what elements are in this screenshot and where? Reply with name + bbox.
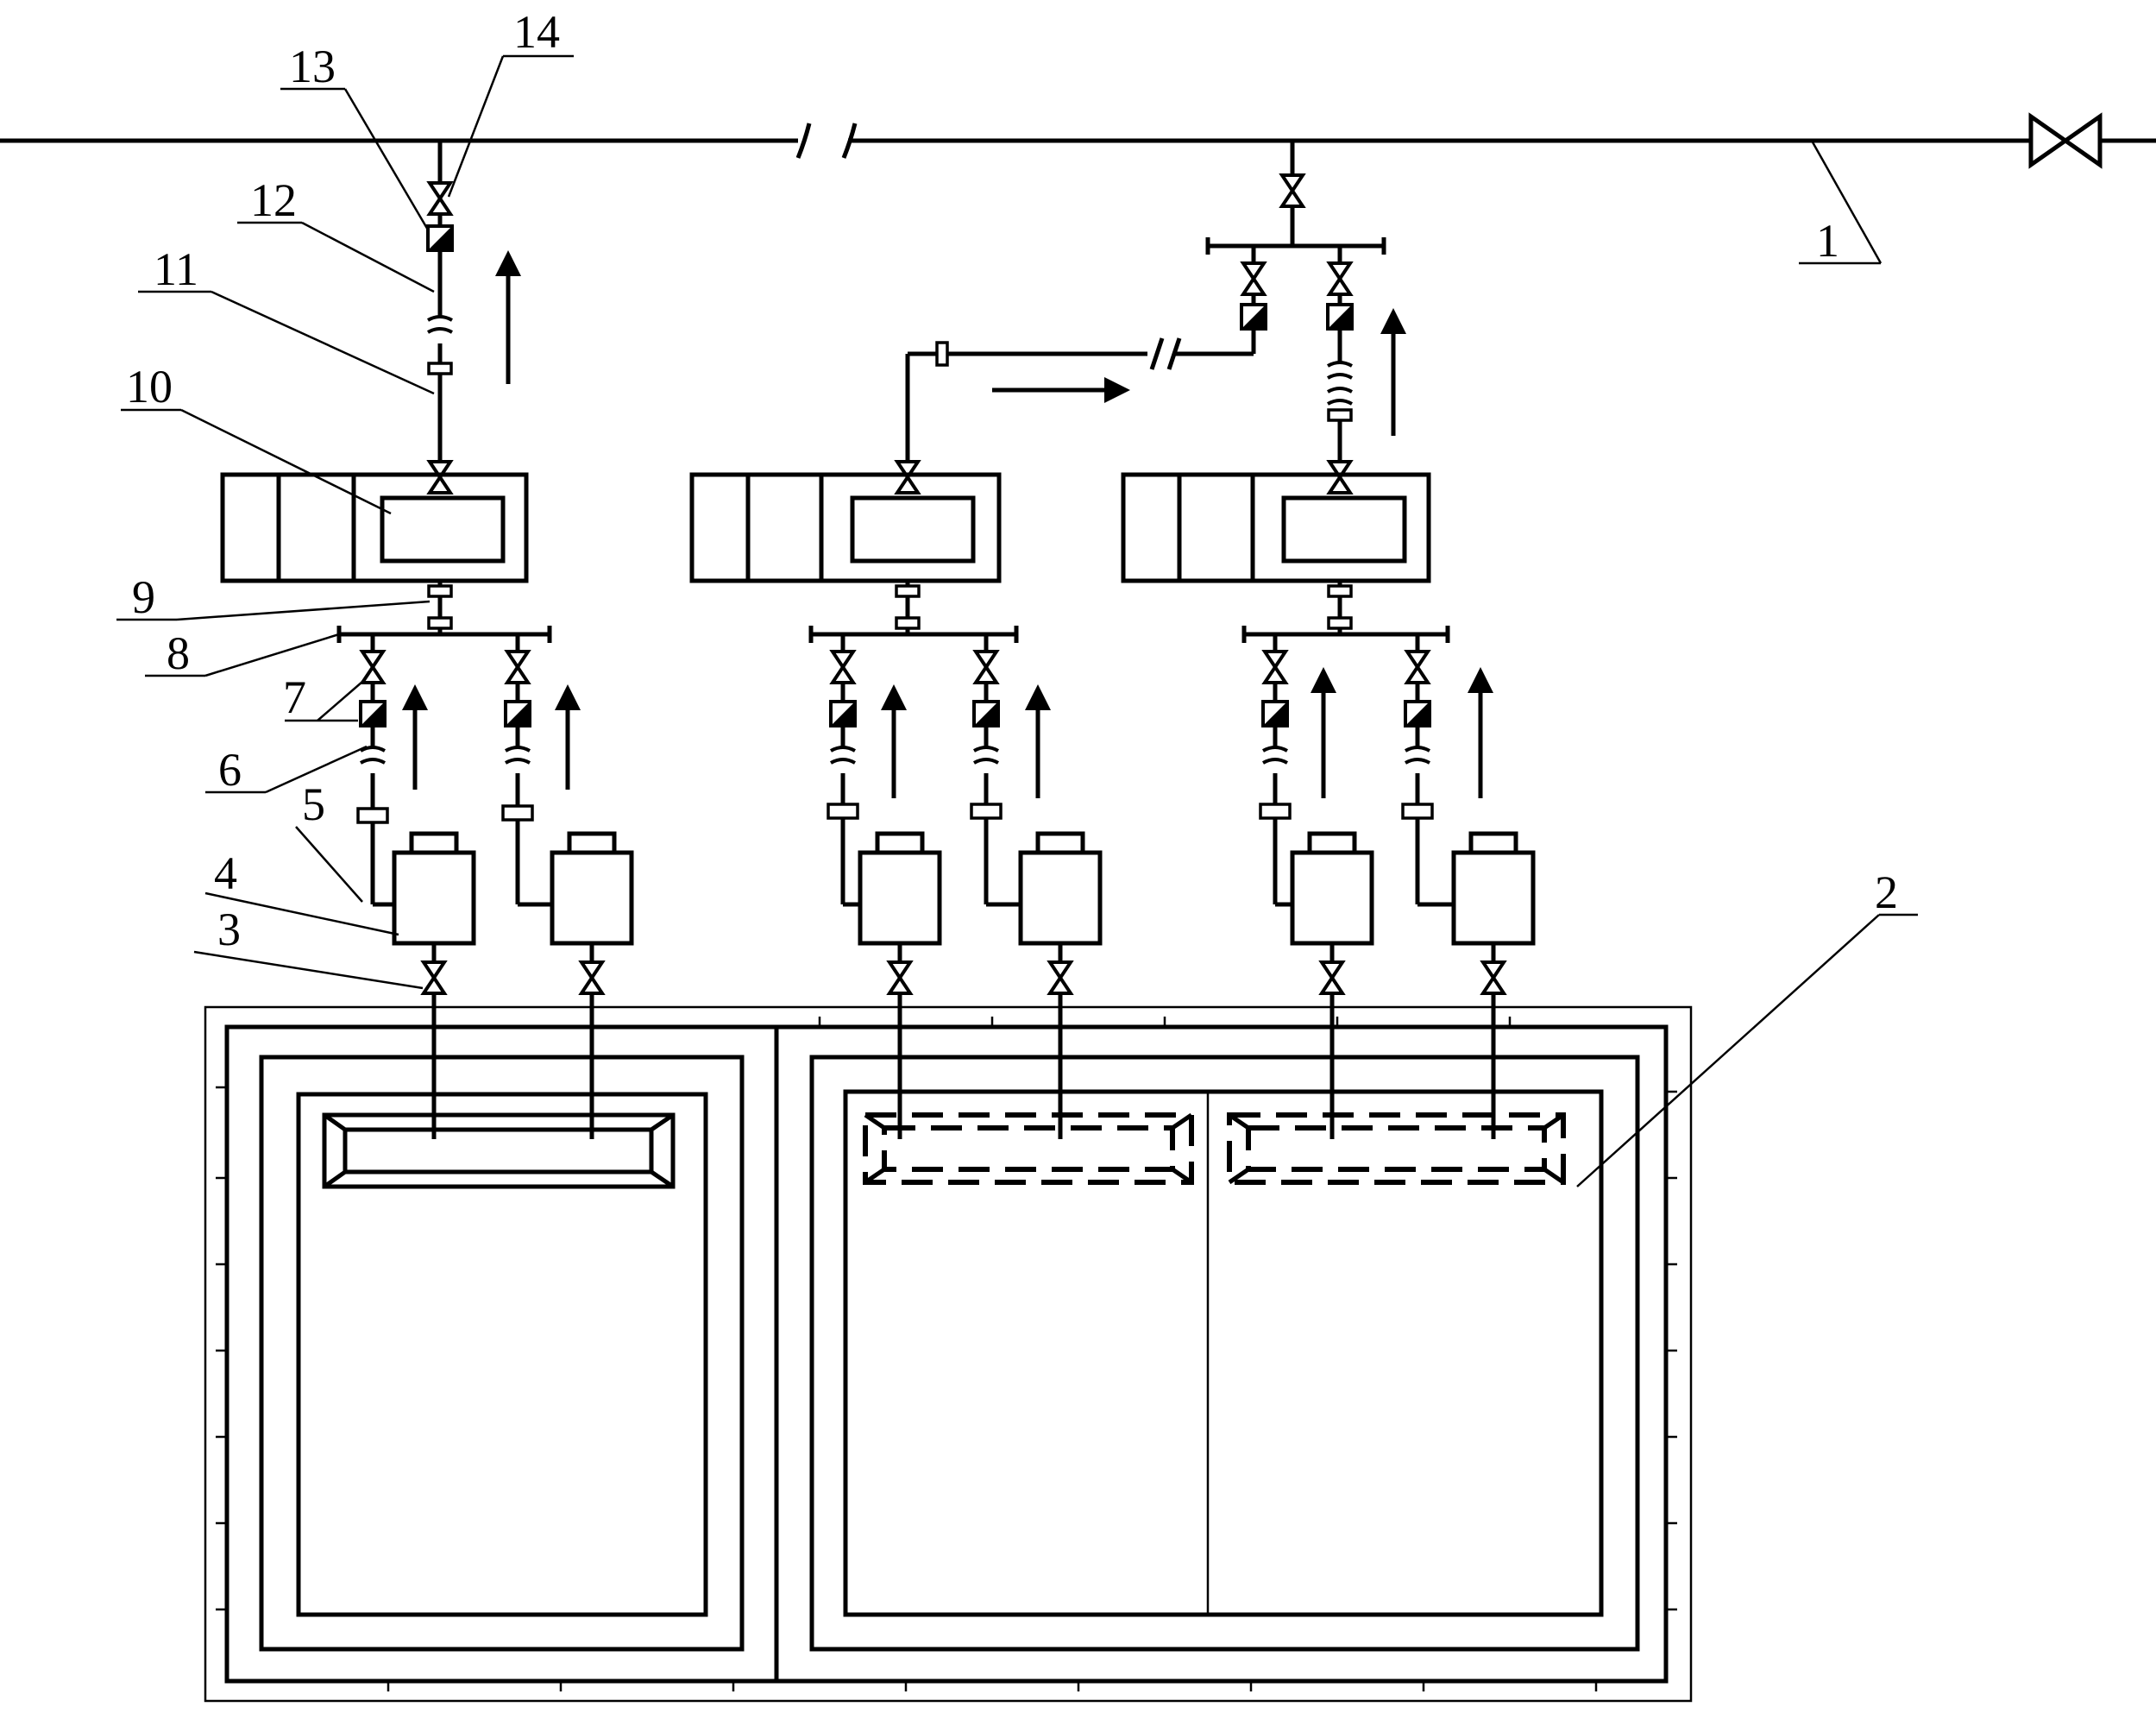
right-manifold <box>1241 626 1493 907</box>
callout-11: 11 <box>154 243 198 295</box>
callout-3: 3 <box>217 904 241 955</box>
flange-icon <box>895 616 921 630</box>
callout-4: 4 <box>214 847 237 899</box>
valve-icon <box>506 650 530 684</box>
filter-icon <box>426 224 454 252</box>
left-equipment <box>220 472 529 634</box>
valve-icon <box>428 181 452 216</box>
valve-icon <box>831 650 855 684</box>
valve-icon <box>896 460 920 494</box>
right-branch <box>896 141 1406 494</box>
filter-icon <box>1240 303 1267 331</box>
filter-icon <box>1261 700 1289 727</box>
pump-icon <box>1454 834 1533 943</box>
flange-icon <box>501 804 534 822</box>
flange-icon <box>427 362 453 375</box>
valve-icon <box>888 960 912 995</box>
callout-9: 9 <box>132 571 155 623</box>
suction-pipes <box>431 992 1496 1139</box>
valve-icon <box>1481 960 1505 995</box>
valve-icon <box>428 460 452 494</box>
flange-icon <box>1259 803 1292 820</box>
valve-icon <box>580 960 604 995</box>
valve-icon <box>422 960 446 995</box>
valve-icon <box>974 650 998 684</box>
tank-structure <box>204 1005 1693 1703</box>
flange-icon <box>427 616 453 630</box>
filter-icon <box>504 700 531 727</box>
valve-icon <box>1320 960 1344 995</box>
pump-icon <box>860 834 940 943</box>
flange-icon <box>895 584 921 598</box>
pump-icon <box>552 834 632 943</box>
filter-icon <box>359 700 387 727</box>
callout-1: 1 <box>1816 215 1839 267</box>
valve-icon <box>1280 173 1304 208</box>
callout-labels: 14 13 12 11 10 9 8 7 6 5 4 3 2 1 <box>126 6 1898 955</box>
filter-icon <box>1326 303 1354 331</box>
valve-icon <box>1328 460 1352 494</box>
valve-icon <box>1241 261 1266 296</box>
flange-icon <box>1327 616 1353 630</box>
callout-5: 5 <box>302 778 325 830</box>
pump-icon <box>1021 834 1100 943</box>
callout-7: 7 <box>283 671 306 723</box>
valve-icon <box>1328 261 1352 296</box>
valve-icon <box>361 650 385 684</box>
flange-icon <box>970 803 1003 820</box>
filter-icon <box>972 700 1000 727</box>
valve-icon <box>1263 650 1287 684</box>
callout-14: 14 <box>513 6 560 58</box>
callout-8: 8 <box>167 627 190 679</box>
callout-12: 12 <box>250 174 297 226</box>
filter-icon <box>1404 700 1431 727</box>
left-branch <box>426 141 521 494</box>
flange-icon <box>356 807 389 824</box>
pump-icon <box>394 834 474 943</box>
main-valve-icon <box>2028 112 2103 169</box>
flange-icon <box>1401 803 1434 820</box>
right-equipment <box>1121 472 1431 634</box>
valve-icon <box>1405 650 1430 684</box>
pump-icon <box>1292 834 1372 943</box>
middle-manifold <box>808 626 1051 907</box>
callout-2: 2 <box>1875 866 1898 918</box>
flange-icon <box>935 341 949 367</box>
flange-icon <box>827 803 859 820</box>
valve-icon <box>1048 960 1072 995</box>
main-header-pipe <box>0 112 2156 169</box>
scale-ticks <box>216 1017 1677 1691</box>
filter-icon <box>829 700 857 727</box>
callout-6: 6 <box>218 744 242 796</box>
middle-equipment <box>689 472 1002 634</box>
callout-13: 13 <box>289 41 336 92</box>
flange-icon <box>1327 408 1353 422</box>
flange-icon <box>1327 584 1353 598</box>
callout-10: 10 <box>126 361 173 413</box>
flange-icon <box>427 584 453 598</box>
leader-lines <box>116 54 1918 1187</box>
